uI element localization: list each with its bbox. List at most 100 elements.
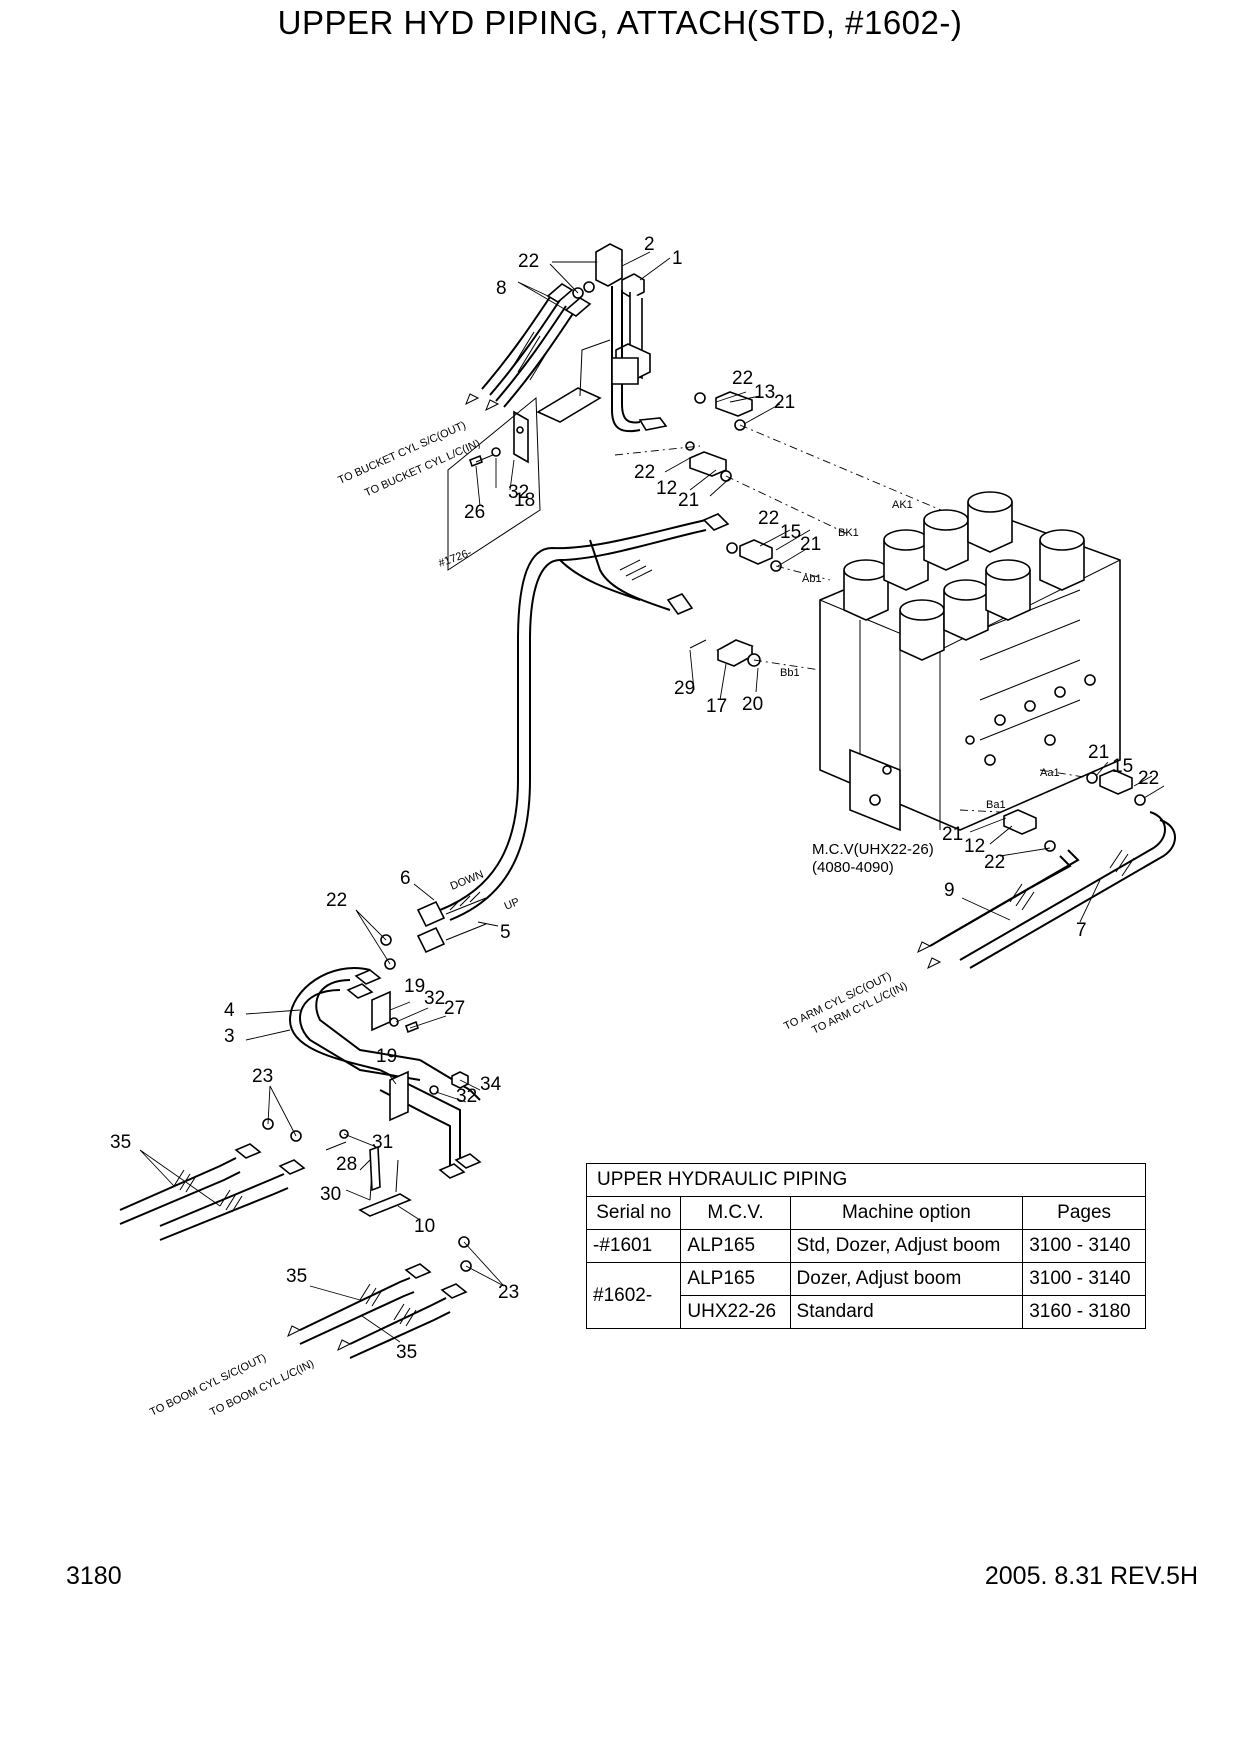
port-labels: AK1 BK1 Ab1 Bb1 Aa1 Ba1 xyxy=(780,499,1060,811)
arm-hoses-7-9 xyxy=(917,811,1176,970)
bracket-10 xyxy=(358,1145,412,1217)
cell-pages: 3100 - 3140 xyxy=(1022,1229,1146,1263)
port-ak1: AK1 xyxy=(892,499,913,511)
header-machine-option: Machine option xyxy=(789,1196,1024,1230)
fittings-right-upper xyxy=(614,391,1001,536)
callout-21: 21 xyxy=(942,824,963,845)
callout-22: 22 xyxy=(758,508,779,529)
port-ab1: Ab1 xyxy=(802,573,822,585)
callout-31: 31 xyxy=(372,1132,393,1153)
port-bk1: BK1 xyxy=(838,527,859,539)
callout-35: 35 xyxy=(110,1132,131,1153)
cell-option: Dozer, Adjust boom xyxy=(789,1262,1024,1296)
bolt-26 xyxy=(469,447,501,468)
callout-32: 32 xyxy=(508,482,529,503)
callout-13: 13 xyxy=(754,382,775,403)
callout-3: 3 xyxy=(224,1026,235,1047)
cell-pages: 3100 - 3140 xyxy=(1022,1262,1146,1296)
callout-23: 23 xyxy=(252,1066,273,1087)
header-serial: Serial no xyxy=(585,1196,682,1230)
fittings-bk1 xyxy=(726,539,831,581)
bracket-bucket xyxy=(513,339,611,464)
cell-mcv: ALP165 xyxy=(680,1262,791,1296)
pipe-assembly-3-4 xyxy=(288,967,482,1179)
callout-21: 21 xyxy=(800,534,821,555)
port-bb1: Bb1 xyxy=(780,667,800,679)
page-number: 3180 xyxy=(66,1562,122,1590)
callout-28: 28 xyxy=(336,1154,357,1175)
callout-15: 15 xyxy=(780,522,801,543)
mcv-label-line1: M.C.V(UHX22-26) xyxy=(812,841,934,858)
callout-21: 21 xyxy=(1088,742,1109,763)
hose-ends-5-6 xyxy=(380,891,487,970)
callout-4: 4 xyxy=(224,1000,235,1021)
callout-22: 22 xyxy=(518,251,539,272)
cell-mcv: UHX22-26 xyxy=(680,1295,791,1329)
callout-22: 22 xyxy=(732,368,753,389)
spool-caps xyxy=(843,491,1085,661)
callout-23: 23 xyxy=(498,1282,519,1303)
leader-lines xyxy=(139,251,1165,1343)
callout-20: 20 xyxy=(742,694,763,715)
route-boom-in: TO BOOM CYL L/C(IN) xyxy=(208,1358,316,1419)
clamps-19 xyxy=(325,990,469,1151)
port-aa1: Aa1 xyxy=(1040,767,1060,779)
table-row: #1602- ALP165 Dozer, Adjust boom 3100 - … xyxy=(585,1262,1146,1329)
header-pages: Pages xyxy=(1022,1196,1146,1230)
revision-date: 2005. 8.31 REV.5H xyxy=(984,1562,1198,1590)
variant-label: #1726- xyxy=(437,547,474,570)
callout-17: 17 xyxy=(706,696,727,717)
hoses-item-5-6 xyxy=(439,513,730,921)
vertical-pipe-top xyxy=(611,286,668,433)
callout-8: 8 xyxy=(496,278,507,299)
fittings-ba1 xyxy=(959,809,1056,852)
split-flange-17 xyxy=(689,639,821,671)
callout-34: 34 xyxy=(480,1074,502,1095)
callout-29: 29 xyxy=(674,678,695,699)
hose-label-up: UP xyxy=(503,896,522,913)
callout-5: 5 xyxy=(500,922,511,943)
callout-1: 1 xyxy=(672,248,683,269)
callout-21: 21 xyxy=(774,392,795,413)
hose-label-down: DOWN xyxy=(449,869,486,893)
cell-option: Standard xyxy=(789,1295,1024,1329)
cell-option: Std, Dozer, Adjust boom xyxy=(789,1229,1024,1263)
boom-hoses-35 xyxy=(119,1118,472,1359)
callout-32: 32 xyxy=(424,988,445,1009)
callout-35: 35 xyxy=(396,1342,417,1363)
table-caption-row: UPPER HYDRAULIC PIPING xyxy=(586,1163,1146,1197)
port-ba1: Ba1 xyxy=(986,799,1006,811)
callout-22: 22 xyxy=(1138,768,1159,789)
hoses-item-8 xyxy=(481,283,592,408)
cell-serial: #1602- xyxy=(585,1262,682,1329)
callout-26: 26 xyxy=(464,502,485,523)
parts-reference-table: UPPER HYDRAULIC PIPING Serial no M.C.V. … xyxy=(585,1163,1146,1329)
table-header-row: Serial no M.C.V. Machine option Pages xyxy=(585,1196,1146,1230)
callout-30: 30 xyxy=(320,1184,341,1205)
callout-numbers: 2 1 22 8 22 13 21 22 12 21 32 18 26 22 1… xyxy=(110,234,1159,1363)
main-control-valve xyxy=(819,491,1121,832)
callout-10: 10 xyxy=(414,1216,435,1237)
cell-serial: -#1601 xyxy=(585,1229,682,1263)
table-caption: UPPER HYDRAULIC PIPING xyxy=(586,1163,1146,1197)
callout-2: 2 xyxy=(644,234,655,255)
callout-15: 15 xyxy=(1112,756,1133,777)
table-row: UHX22-26 Standard 3160 - 3180 xyxy=(587,1295,1146,1329)
callout-22: 22 xyxy=(634,462,655,483)
callout-27: 27 xyxy=(444,998,465,1019)
callout-18: 18 xyxy=(514,490,535,511)
callout-12: 12 xyxy=(656,478,677,499)
cell-pages: 3160 - 3180 xyxy=(1022,1295,1146,1329)
callout-6: 6 xyxy=(400,868,411,889)
callout-19: 19 xyxy=(376,1046,397,1067)
page-title: UPPER HYD PIPING, ATTACH(STD, #1602-) xyxy=(277,4,963,41)
callout-12: 12 xyxy=(964,836,985,857)
header-mcv: M.C.V. xyxy=(680,1196,791,1230)
callout-7: 7 xyxy=(1076,920,1087,941)
callout-32: 32 xyxy=(456,1086,477,1107)
callout-19: 19 xyxy=(404,976,425,997)
fittings-aa1 xyxy=(1039,769,1146,806)
table-row: -#1601 ALP165 Std, Dozer, Adjust boom 31… xyxy=(585,1229,1146,1263)
callout-9: 9 xyxy=(944,880,955,901)
